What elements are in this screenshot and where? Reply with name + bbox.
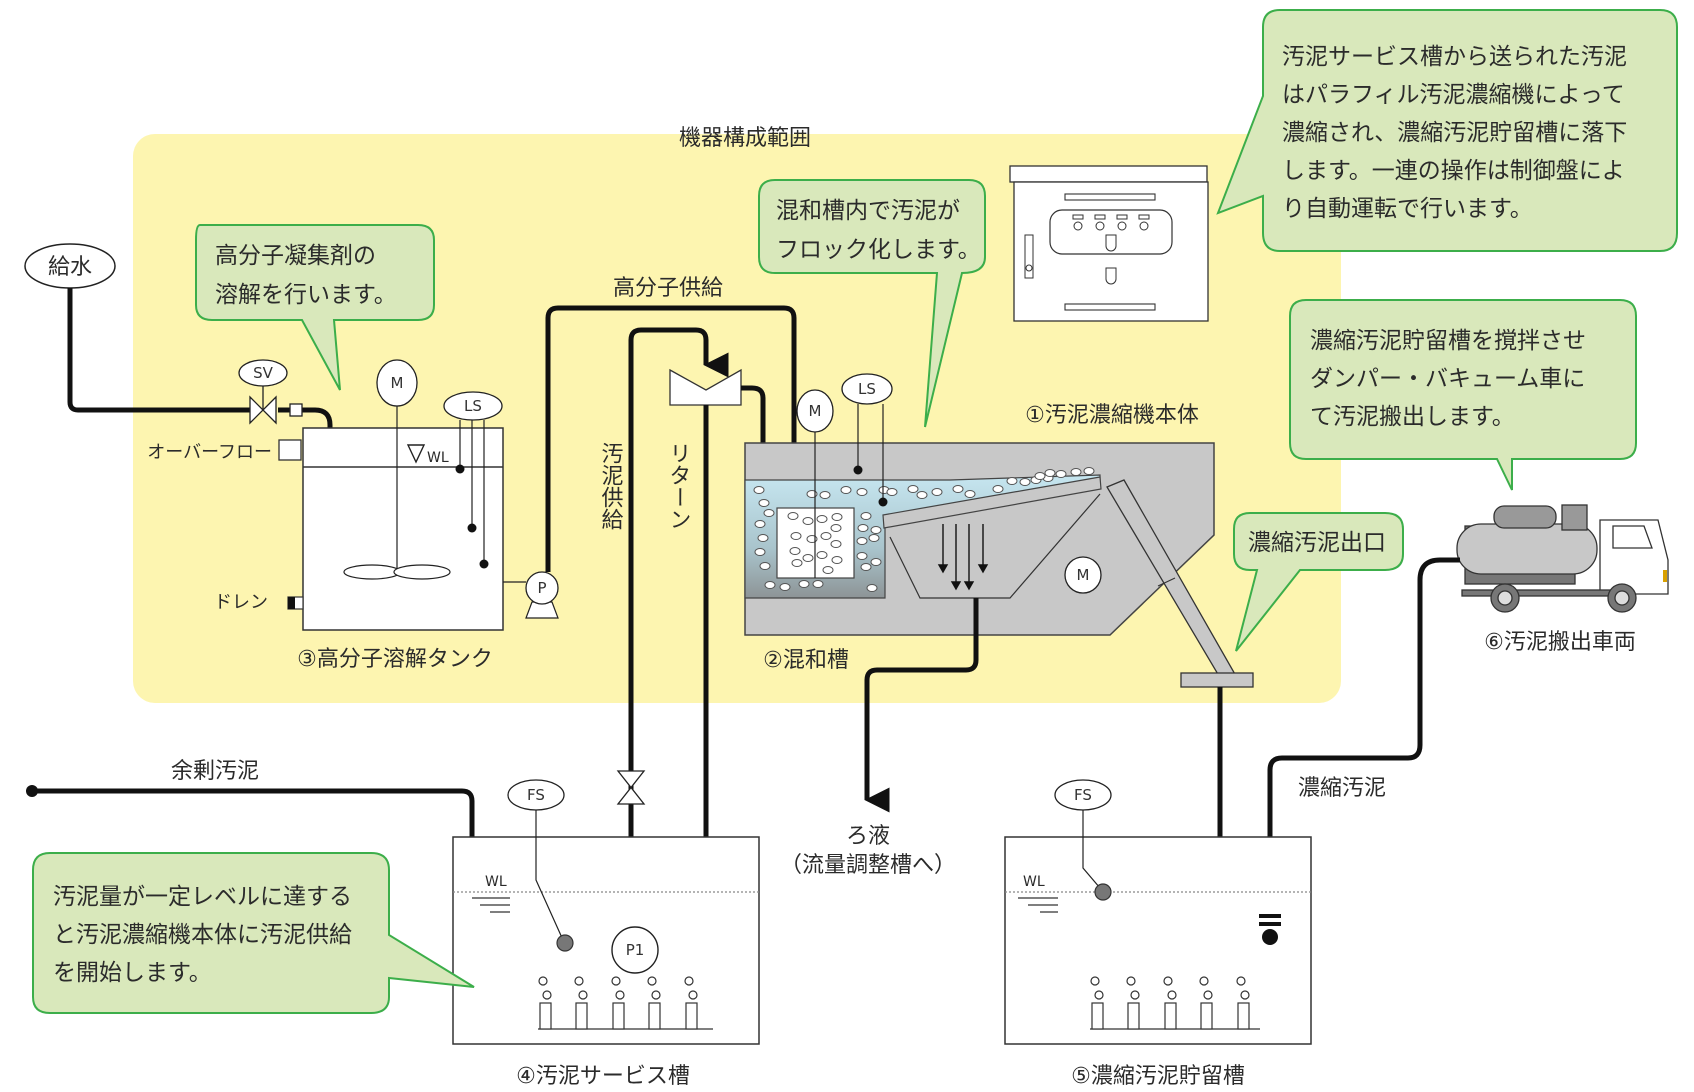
tank4-wl-label: WL (485, 874, 507, 890)
return-label: リターン (666, 442, 691, 530)
svg-text:り自動運転で行います。: り自動運転で行います。 (1282, 196, 1533, 222)
svg-text:混和槽内で汚泥が: 混和槽内で汚泥が (776, 198, 960, 224)
hose-nozzle-icon (1259, 914, 1281, 945)
mixer-motor-label: M (809, 402, 822, 420)
bubble-sludge-outlet: 濃縮汚泥出口 (1233, 512, 1404, 652)
tank4-diffusers (538, 976, 713, 1030)
mixer-ls-label: LS (858, 380, 876, 398)
sludge-service-tank (452, 836, 760, 1045)
bubble-polymer: 高分子凝集剤の 溶解を行います。 (195, 224, 435, 391)
tank3-level-switch-tag (443, 391, 503, 421)
thickened-sludge-label: 濃縮汚泥 (1298, 776, 1386, 801)
water-level-icon (406, 444, 426, 464)
screen-ramp (882, 476, 1102, 529)
filtrate-arrows (937, 524, 989, 591)
service-pump-label: P1 (626, 941, 645, 959)
bubble-truck: 濃縮汚泥貯留槽を撹拌させ ダンパー・バキューム車に て汚泥搬出します。 (1289, 299, 1637, 491)
water-supply-pipe (67, 288, 250, 413)
thickener-motor (1064, 556, 1102, 594)
polymer-pump (525, 571, 559, 605)
equipment-scope-label: 機器構成範囲 (679, 126, 811, 151)
floc-particles (753, 467, 1095, 592)
svg-text:はパラフィル汚泥濃縮機によって: はパラフィル汚泥濃縮機によって (1282, 82, 1625, 108)
bubble-service: 汚泥量が一定レベルに達する と汚泥濃縮機本体に汚泥供給 を開始します。 (32, 852, 475, 1014)
tank4-label: ④汚泥サービス槽 (516, 1064, 690, 1089)
svg-text:汚泥サービス槽から送られた汚泥: 汚泥サービス槽から送られた汚泥 (1282, 44, 1627, 70)
tank3-label: ③高分子溶解タンク (297, 647, 493, 672)
tank3-wl-label: WL (427, 450, 449, 466)
sludge-supply-pipe (628, 327, 729, 935)
agitator-blade-icon (343, 564, 401, 580)
mixer-level-switch-tag (841, 373, 893, 405)
truck-label: ⑥汚泥搬出車両 (1484, 630, 1636, 655)
service-pump-p1 (611, 926, 659, 974)
water-supply-label: 給水 (48, 255, 92, 280)
svg-text:濃縮され、濃縮汚泥貯留槽に落下: 濃縮され、濃縮汚泥貯留槽に落下 (1282, 120, 1627, 146)
vacuum-truck-icon (1456, 504, 1669, 613)
svg-text:ダンパー・バキューム車に: ダンパー・バキューム車に (1310, 366, 1585, 392)
filtrate-hopper (889, 493, 1101, 599)
polymer-pump-label: P (537, 579, 546, 597)
tank4-float (556, 934, 574, 952)
bubble-control: 汚泥サービス槽から送られた汚泥 はパラフィル汚泥濃縮機によって 濃縮され、濃縮汚… (1216, 9, 1678, 252)
filtrate-destination-label: （流量調整槽へ） (780, 853, 956, 878)
tank5-fs-label: FS (1074, 786, 1092, 804)
tank5-label: ⑤濃縮汚泥貯留槽 (1071, 1064, 1245, 1089)
svg-text:汚泥量が一定レベルに達する: 汚泥量が一定レベルに達する (53, 884, 352, 910)
sludge-supply-label: 汚泥供給 (598, 442, 624, 530)
filtrate-label: ろ液 (846, 824, 890, 849)
tank3-motor-label: M (391, 374, 404, 392)
svg-text:フロック化します。: フロック化します。 (776, 237, 981, 263)
filtrate-pipe (864, 598, 979, 813)
thickened-sludge-hose (1267, 557, 1460, 920)
distributor-outlet-pipe (741, 385, 786, 489)
svg-text:を開始します。: を開始します。 (53, 960, 212, 986)
svg-text:溶解を行います。: 溶解を行います。 (215, 282, 397, 308)
tank5-float (1094, 883, 1112, 901)
sludge-outlet-flange (1180, 672, 1254, 688)
thickener-label: ①汚泥濃縮機本体 (1025, 403, 1199, 428)
svg-text:と汚泥濃縮機本体に汚泥供給: と汚泥濃縮機本体に汚泥供給 (53, 922, 352, 948)
svg-text:高分子凝集剤の: 高分子凝集剤の (215, 243, 376, 269)
polymer-supply-label: 高分子供給 (613, 276, 723, 301)
tank4-fs-label: FS (527, 786, 545, 804)
control-panel (1009, 165, 1209, 322)
thickener-motor-label: M (1077, 566, 1090, 584)
svg-text:濃縮汚泥出口: 濃縮汚泥出口 (1248, 530, 1386, 556)
overflow-label: オーバーフロー (147, 442, 272, 463)
polymer-supply-pipe (545, 305, 817, 572)
tank5-diffusers (1090, 976, 1260, 1030)
excess-sludge-pipe (32, 788, 495, 898)
overflow-port (278, 439, 302, 461)
excess-sludge-label: 余剰汚泥 (171, 759, 259, 784)
drain-label: ドレン (214, 592, 268, 613)
bubble-floc: 混和槽内で汚泥が フロック化します。 (758, 179, 986, 428)
svg-text:濃縮汚泥貯留槽を撹拌させ: 濃縮汚泥貯留槽を撹拌させ (1310, 328, 1586, 354)
tank3-ls-label: LS (464, 397, 482, 415)
solenoid-valve-icon (249, 395, 277, 425)
svg-text:て汚泥搬出します。: て汚泥搬出します。 (1310, 404, 1515, 430)
thickened-sludge-storage-tank (1004, 836, 1312, 1045)
svg-text:します。一連の操作は制御盤によ: します。一連の操作は制御盤によ (1282, 158, 1625, 184)
mixer-label: ②混和槽 (763, 648, 849, 673)
sludge-supply-valve-icon (616, 770, 646, 805)
tank5-wl-label: WL (1023, 874, 1045, 890)
sv-tag-label: SV (253, 364, 274, 382)
